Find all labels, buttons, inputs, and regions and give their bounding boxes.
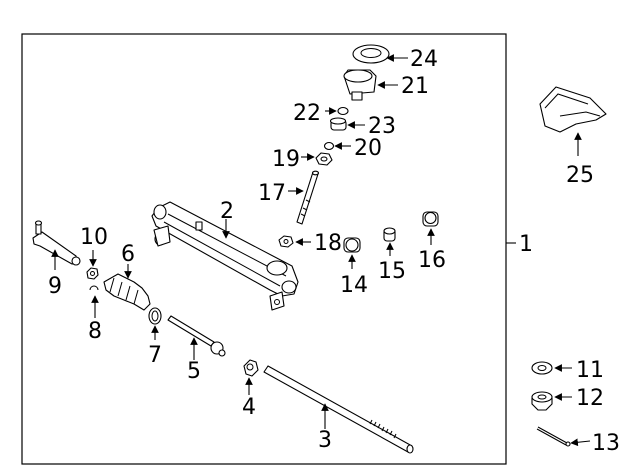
part-24-dust-boot[interactable] [352, 44, 390, 64]
part-10-nut[interactable] [86, 267, 99, 280]
part-20-o-ring[interactable] [323, 141, 335, 151]
callout-17: 17 [258, 181, 286, 206]
callout-22: 22 [293, 101, 321, 126]
part-22-washer[interactable] [337, 106, 349, 116]
part-4-rack-bushing[interactable] [243, 359, 259, 377]
part-23-bushing[interactable] [329, 117, 347, 131]
callout-1: 1 [519, 232, 533, 257]
part-16-bushing[interactable] [422, 211, 439, 227]
callout-16: 16 [418, 248, 446, 273]
callout-12: 12 [576, 386, 604, 411]
part-3-rack[interactable] [263, 365, 414, 454]
part-17-pinion-shaft[interactable] [296, 170, 320, 225]
callout-15: 15 [378, 259, 406, 284]
callout-14: 14 [340, 273, 368, 298]
callout-21: 21 [401, 74, 429, 99]
callout-20: 20 [354, 136, 382, 161]
part-19-adjuster-nut[interactable] [315, 152, 333, 166]
callout-18: 18 [314, 231, 342, 256]
part-7-boot-clamp[interactable] [148, 307, 162, 325]
callout-13: 13 [592, 431, 620, 456]
callout-7: 7 [148, 343, 162, 368]
part-18-nut[interactable] [278, 235, 294, 248]
part-11-washer[interactable] [531, 361, 553, 375]
callout-24: 24 [410, 47, 438, 72]
part-8-clip[interactable] [89, 285, 99, 291]
part-15-bushing[interactable] [383, 227, 396, 242]
part-21-housing-cap[interactable] [343, 69, 377, 101]
part-6-rack-boot[interactable] [103, 273, 151, 311]
callout-4: 4 [242, 395, 256, 420]
callout-5: 5 [187, 359, 201, 384]
callout-25: 25 [566, 163, 594, 188]
callout-8: 8 [88, 319, 102, 344]
part-9-outer-tie-rod-end[interactable] [32, 220, 81, 266]
part-25-heat-shield[interactable] [539, 86, 607, 133]
callout-23: 23 [368, 114, 396, 139]
callout-19: 19 [272, 147, 300, 172]
part-5-inner-tie-rod[interactable] [167, 315, 226, 357]
callout-10: 10 [80, 225, 108, 250]
callout-6: 6 [121, 242, 135, 267]
part-14-mount-bushing[interactable] [343, 237, 361, 253]
part-12-nut[interactable] [531, 391, 553, 411]
assembly-frame [21, 33, 507, 465]
callout-2: 2 [220, 199, 234, 224]
part-13-cotter-pin[interactable] [536, 426, 571, 447]
callout-11: 11 [576, 358, 604, 383]
callout-9: 9 [48, 274, 62, 299]
part-2-gear-housing[interactable] [151, 201, 299, 311]
callout-3: 3 [318, 428, 332, 453]
